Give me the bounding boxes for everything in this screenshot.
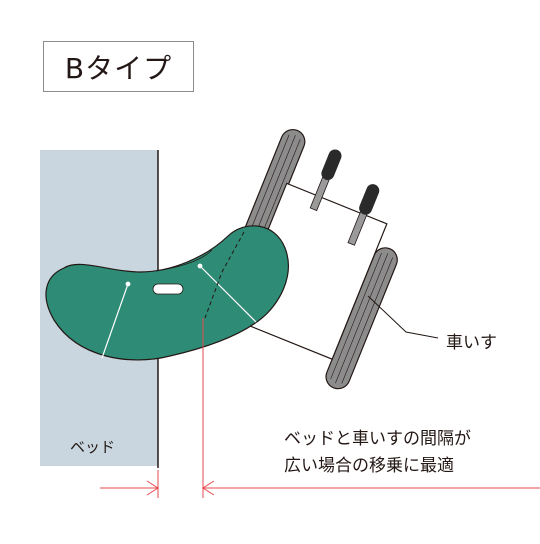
caption: ベッドと車いすの間隔が 広い場合の移乗に最適 xyxy=(284,426,471,480)
wheelchair-handle-left xyxy=(309,149,342,212)
board-guide-lines xyxy=(101,263,257,359)
wheelchair-handle-right xyxy=(347,184,380,246)
wheelchair-wheel-right xyxy=(325,247,398,390)
wheelchair-leader-line xyxy=(367,295,439,339)
board-handle-slot xyxy=(152,283,184,295)
board-fold-line xyxy=(155,249,213,272)
caption-line-1: ベッドと車いすの間隔が xyxy=(284,429,471,449)
gap-arrow-right xyxy=(202,480,215,496)
board-seat-dashed-edge xyxy=(204,231,245,319)
bed-label: ベッド xyxy=(70,438,116,456)
caption-line-2: 広い場合の移乗に最適 xyxy=(284,456,454,476)
wheelchair xyxy=(231,129,398,390)
title: Bタイプ xyxy=(64,51,173,85)
gap-arrow-left xyxy=(146,480,159,496)
title-box: Bタイプ xyxy=(43,41,194,92)
wheelchair-label: 車いす xyxy=(446,333,497,353)
